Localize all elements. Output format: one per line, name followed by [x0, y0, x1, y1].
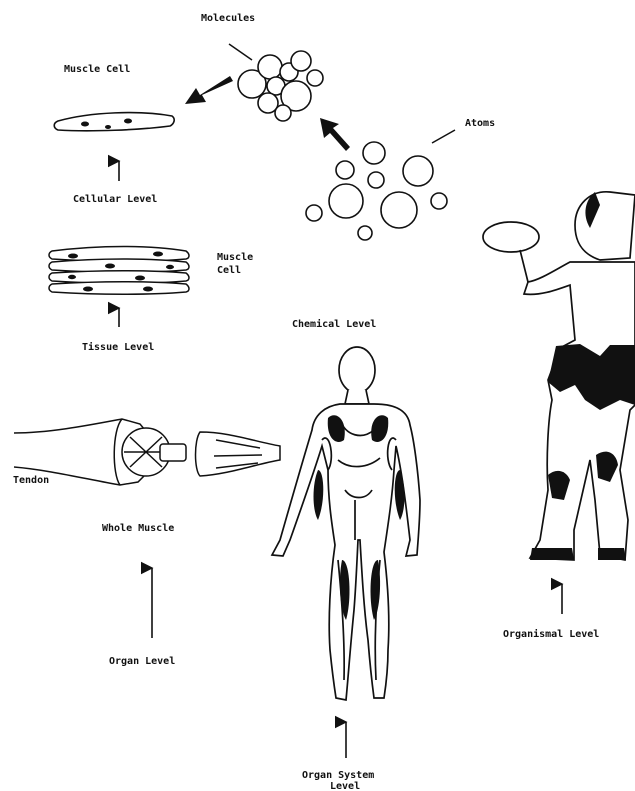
- atoms-label: Atoms: [465, 118, 495, 129]
- organ-level-label: Organ Level: [109, 656, 175, 667]
- organ-system-level-label: Level: [330, 781, 360, 791]
- molecules-pointer-arrow: [229, 44, 252, 60]
- atoms-to-molecules-arrow: [320, 118, 350, 151]
- human-muscular-figure-icon: [272, 347, 420, 700]
- organismal-level-label: Organismal Level: [503, 628, 599, 640]
- molecule-cluster-icon: [238, 51, 323, 121]
- whole-muscle-icon: [14, 419, 280, 485]
- cellular-level-label: Cellular Level: [73, 194, 157, 205]
- muscle-cell-label: Muscle Cell: [64, 64, 130, 75]
- tendon-label: Tendon: [13, 475, 49, 486]
- tissue-muscle-label: Muscle: [217, 252, 253, 263]
- molecules-to-cell-arrow: [185, 76, 233, 104]
- organ-system-label: Organ System: [302, 770, 374, 781]
- whole-muscle-label: Whole Muscle: [102, 523, 174, 534]
- tissue-level-label: Tissue Level: [82, 341, 154, 353]
- atoms-pointer-arrow: [432, 130, 455, 143]
- molecules-label: Molecules: [201, 13, 255, 24]
- atom-circles-icon: [306, 142, 447, 240]
- chemical-level-label: Chemical Level: [292, 318, 376, 330]
- muscle-tissue-icon: [49, 247, 189, 295]
- tissue-cell-label: Cell: [217, 265, 241, 276]
- muscle-cell-icon: [54, 113, 174, 131]
